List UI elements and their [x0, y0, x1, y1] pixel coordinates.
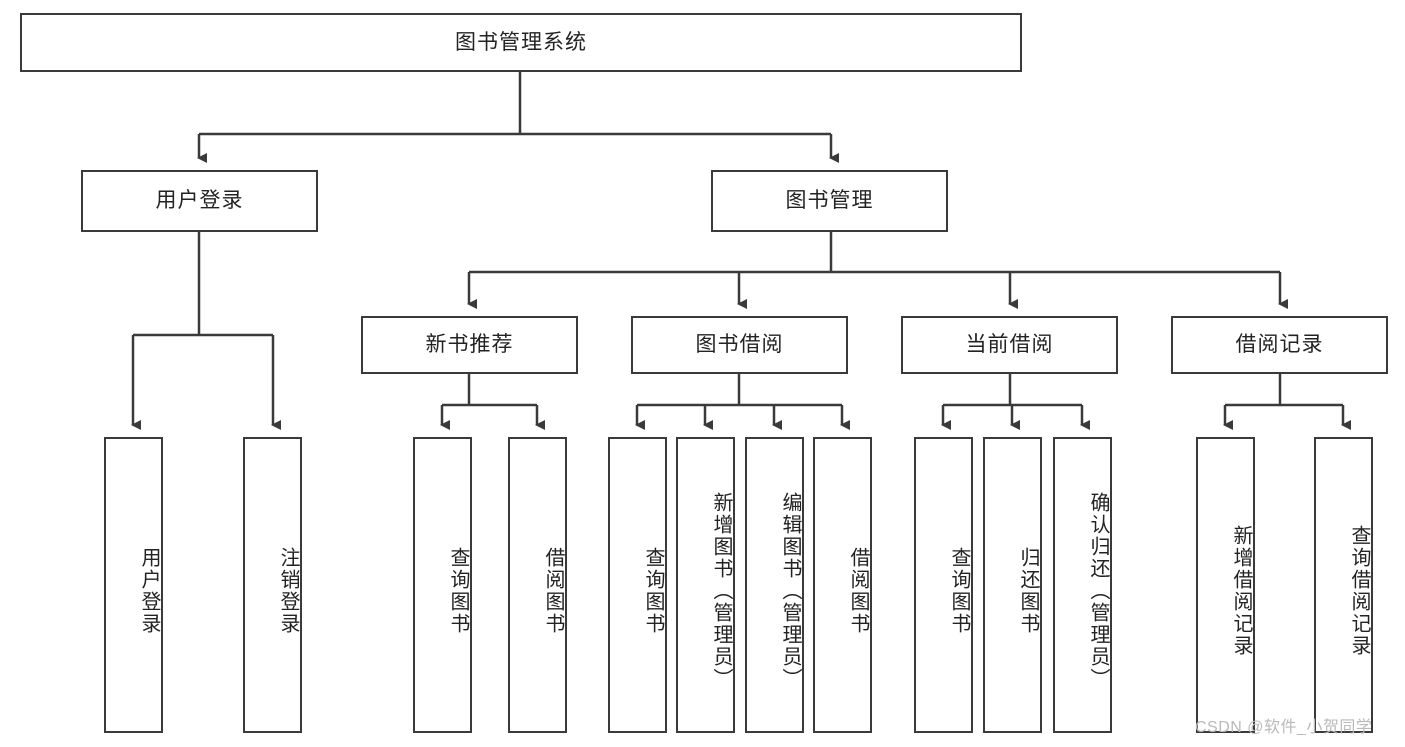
node-leaf-current-borrow-1[interactable]: 查询图书	[914, 437, 973, 733]
node-root-label: 图书管理系统	[455, 30, 587, 54]
node-leaf-book-borrow-4[interactable]: 借阅图书	[813, 437, 872, 733]
node-borrow-record[interactable]: 借阅记录	[1171, 316, 1388, 374]
node-book-borrow[interactable]: 图书借阅	[631, 316, 848, 374]
node-leaf-current-borrow-3[interactable]: 确认归还（管理员）	[1053, 437, 1112, 733]
node-leaf-current-borrow-2[interactable]: 归还图书	[983, 437, 1042, 733]
node-user-login[interactable]: 用户登录	[81, 170, 318, 232]
node-borrow-record-label: 借阅记录	[1235, 333, 1324, 357]
node-leaf-book-borrow-2-label: 新增图书（管理员）	[710, 492, 732, 690]
node-leaf-book-borrow-2[interactable]: 新增图书（管理员）	[676, 437, 735, 733]
node-leaf-book-borrow-4-label: 借阅图书	[847, 547, 869, 635]
node-user-login-label: 用户登录	[155, 189, 244, 213]
node-leaf-current-borrow-2-label: 归还图书	[1017, 547, 1039, 635]
node-current-borrow[interactable]: 当前借阅	[901, 316, 1118, 374]
csdn-watermark: CSDN @软件_小贺同学	[1195, 719, 1373, 736]
node-leaf-borrow-record-1-label: 新增借阅记录	[1230, 525, 1252, 657]
node-leaf-borrow-record-1[interactable]: 新增借阅记录	[1196, 437, 1255, 733]
node-leaf-user-login-1[interactable]: 用户登录	[104, 437, 163, 733]
node-leaf-current-borrow-3-label: 确认归还（管理员）	[1087, 492, 1109, 690]
node-book-management-label: 图书管理	[785, 189, 874, 213]
node-leaf-borrow-record-2-label: 查询借阅记录	[1348, 525, 1370, 657]
node-leaf-book-borrow-3[interactable]: 编辑图书（管理员）	[745, 437, 804, 733]
node-leaf-user-login-2[interactable]: 注销登录	[243, 437, 302, 733]
node-leaf-new-book-1-label: 查询图书	[447, 547, 469, 635]
node-current-borrow-label: 当前借阅	[965, 333, 1054, 357]
node-leaf-borrow-record-2[interactable]: 查询借阅记录	[1314, 437, 1373, 733]
node-leaf-user-login-2-label: 注销登录	[277, 547, 299, 635]
node-root[interactable]: 图书管理系统	[20, 13, 1022, 72]
node-leaf-new-book-2[interactable]: 借阅图书	[508, 437, 567, 733]
node-book-borrow-label: 图书借阅	[695, 333, 784, 357]
node-book-management[interactable]: 图书管理	[711, 170, 948, 232]
node-leaf-book-borrow-1[interactable]: 查询图书	[608, 437, 667, 733]
node-leaf-new-book-1[interactable]: 查询图书	[413, 437, 472, 733]
node-leaf-current-borrow-1-label: 查询图书	[948, 547, 970, 635]
node-leaf-book-borrow-3-label: 编辑图书（管理员）	[779, 492, 801, 690]
node-new-book-recommend[interactable]: 新书推荐	[361, 316, 578, 374]
node-new-book-recommend-label: 新书推荐	[425, 333, 514, 357]
node-leaf-user-login-1-label: 用户登录	[138, 547, 160, 635]
node-leaf-new-book-2-label: 借阅图书	[542, 547, 564, 635]
node-leaf-book-borrow-1-label: 查询图书	[642, 547, 664, 635]
